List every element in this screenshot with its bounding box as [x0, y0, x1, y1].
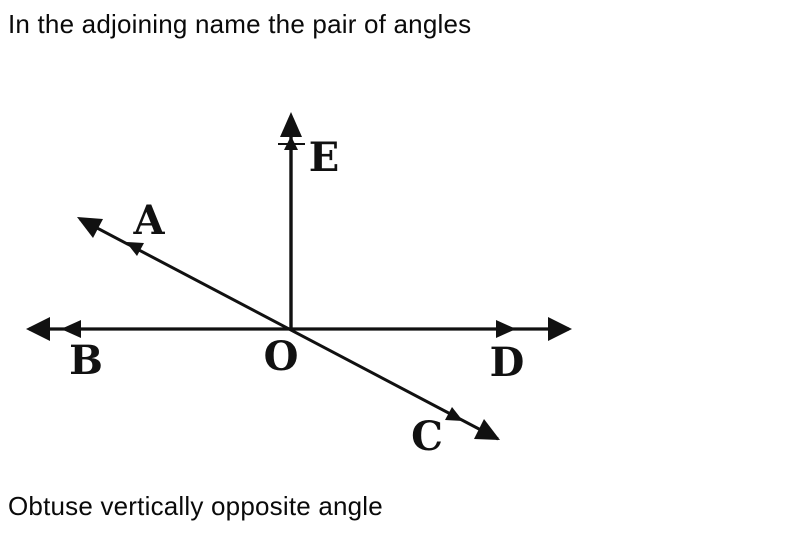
arrowhead-upleft-icon — [77, 217, 103, 238]
point-label-b: B — [69, 337, 103, 384]
arrowhead-left-icon — [26, 317, 50, 341]
marker-a-icon — [126, 242, 144, 256]
answer-prompt-text: Obtuse vertically opposite angle — [8, 491, 383, 521]
marker-c-icon — [445, 407, 463, 421]
point-label-c: C — [411, 413, 443, 460]
line-ac — [79, 217, 499, 441]
point-label-e: E — [309, 134, 340, 181]
point-label-a: A — [132, 197, 165, 244]
point-label-o: O — [264, 333, 299, 380]
arrowhead-right-icon — [548, 317, 572, 341]
arrowhead-up-icon — [280, 112, 302, 137]
marker-d-icon — [496, 320, 516, 338]
question-text: In the adjoining name the pair of angles — [8, 9, 472, 39]
point-label-d: D — [490, 339, 525, 386]
arrowhead-downright-icon — [474, 419, 500, 440]
marker-b-icon — [61, 320, 81, 338]
